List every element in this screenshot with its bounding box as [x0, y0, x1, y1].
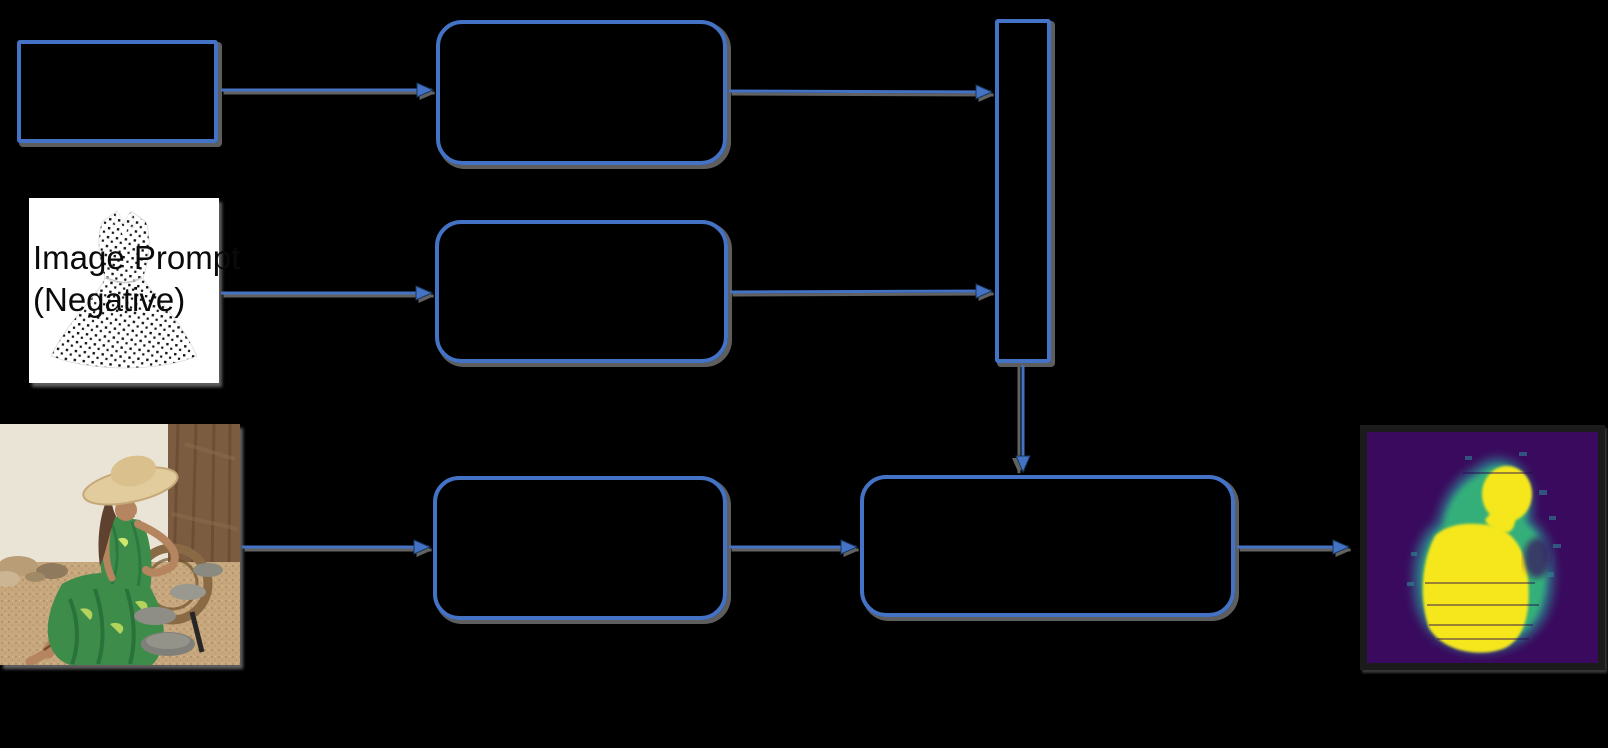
input-box-node	[17, 40, 218, 143]
attention-heatmap-image	[1360, 425, 1605, 670]
encoder-bottom-node	[433, 476, 727, 620]
fusion-wide-node	[860, 475, 1235, 617]
source-photo-image	[0, 424, 240, 665]
encoder-top-node	[436, 20, 727, 165]
concat-bar-node	[995, 19, 1051, 363]
encoder-middle-node	[435, 220, 728, 363]
polka-dot-dress-icon	[29, 198, 219, 383]
woman-green-dress-photo-icon	[0, 424, 240, 665]
negative-prompt-dress-image	[29, 198, 219, 383]
viridis-heatmap-icon	[1367, 432, 1598, 663]
